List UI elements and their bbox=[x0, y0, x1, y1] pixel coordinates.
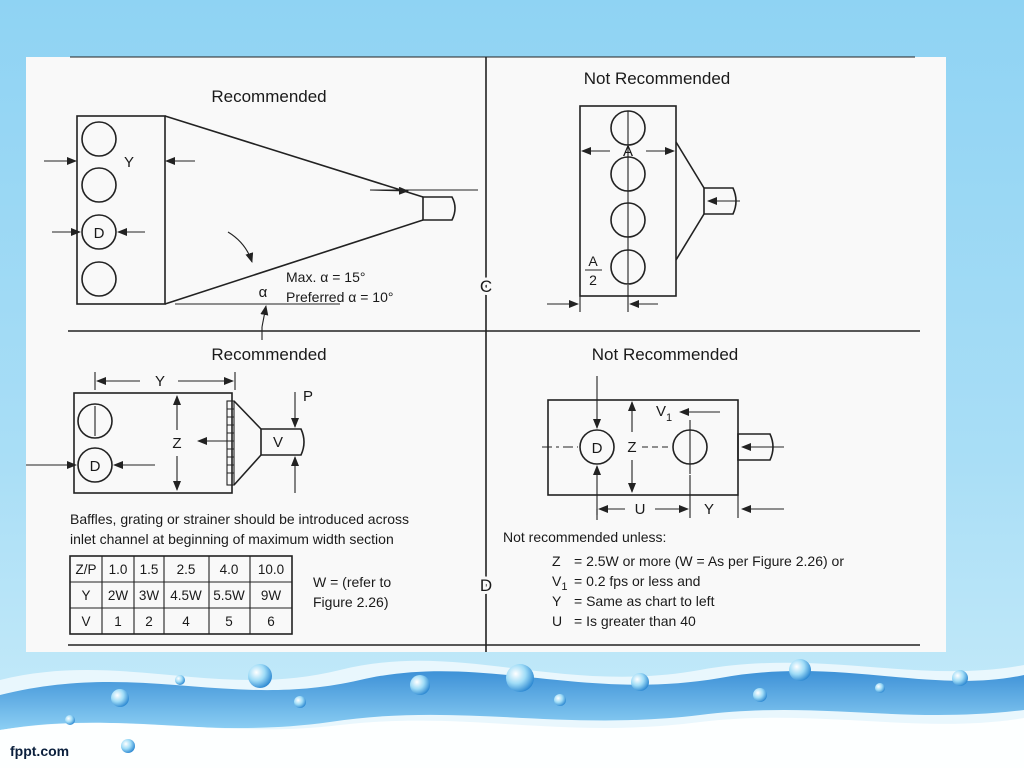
table-cell: 2.5 bbox=[177, 562, 196, 577]
table-row-header: Y bbox=[81, 588, 90, 603]
table-cell: 4.0 bbox=[220, 562, 239, 577]
condition-variable: Y bbox=[552, 593, 562, 609]
inlet-pipe bbox=[703, 187, 737, 215]
sizing-table: Z/P 1.0 1.5 2.5 4.0 10.0Y 2W 3W 4.5W 5.5W 9W V 1 2 4 5 6 bbox=[69, 555, 293, 635]
inlet-pipe bbox=[422, 196, 456, 221]
half-spacing-denominator: 2 bbox=[589, 272, 597, 288]
table-cell: 10.0 bbox=[258, 562, 284, 577]
table-cell: 3W bbox=[139, 588, 160, 603]
pump-circle bbox=[81, 167, 117, 203]
bottom-left-title: Recommended bbox=[211, 345, 326, 364]
table-cell: 5.5W bbox=[213, 588, 245, 603]
table-cell: 9W bbox=[261, 588, 282, 603]
condition-variable: V1 bbox=[552, 573, 567, 593]
section-d-label: D bbox=[480, 576, 492, 595]
top-left-panel: Recommended D Y α Max. α = 15° Preferred… bbox=[44, 87, 495, 340]
bottom-right-panel: Not Recommended D Z V1 U Y Not recommend… bbox=[503, 345, 844, 629]
condition-text: = Same as chart to left bbox=[574, 593, 715, 609]
baffle-note-line-1: Baffles, grating or strainer should be i… bbox=[70, 511, 409, 527]
top-right-title: Not Recommended bbox=[584, 69, 730, 88]
angle-alpha-label: α bbox=[259, 284, 268, 301]
pump-circle bbox=[81, 214, 117, 250]
pump-label-d: D bbox=[94, 225, 105, 242]
table-cell: 5 bbox=[225, 614, 233, 629]
pipe-diameter-label-p: P bbox=[303, 388, 313, 405]
top-right-panel: Not Recommended A A 2 bbox=[547, 69, 740, 312]
pump-label-d: D bbox=[90, 458, 101, 475]
max-alpha-text: Max. α = 15° bbox=[286, 269, 365, 285]
pump-circle bbox=[579, 429, 615, 465]
preferred-alpha-text: Preferred α = 10° bbox=[286, 289, 393, 305]
w-note-line-1: W = (refer to bbox=[313, 574, 391, 590]
length-label-y: Y bbox=[704, 501, 714, 518]
clearance-label-y: Y bbox=[124, 154, 134, 171]
length-label-y: Y bbox=[155, 373, 165, 390]
table-row-header: Z/P bbox=[75, 562, 96, 577]
bottom-right-title: Not Recommended bbox=[592, 345, 738, 364]
velocity-label-v1: V1 bbox=[656, 403, 672, 424]
conditions-heading: Not recommended unless: bbox=[503, 529, 666, 545]
table-cell: 1.5 bbox=[140, 562, 159, 577]
condition-text: = Is greater than 40 bbox=[574, 613, 696, 629]
condition-variable: Z bbox=[552, 553, 561, 569]
section-c-label: C bbox=[480, 277, 492, 296]
top-left-title: Recommended bbox=[211, 87, 326, 106]
bottom-left-panel: Recommended D Y Z V P Baffles, grating o… bbox=[26, 345, 495, 635]
table-cell: 1 bbox=[114, 614, 122, 629]
half-spacing-numerator: A bbox=[588, 253, 598, 269]
pump-circle bbox=[77, 403, 113, 439]
condition-text: = 0.2 fps or less and bbox=[574, 573, 700, 589]
table-cell: 2 bbox=[145, 614, 153, 629]
baffle-note-line-2: inlet channel at beginning of maximum wi… bbox=[70, 531, 394, 547]
table-cell: 2W bbox=[108, 588, 129, 603]
pump-circle bbox=[81, 121, 117, 157]
water-wave-decoration bbox=[0, 659, 1024, 768]
taper-wall-bottom bbox=[164, 219, 424, 305]
pump-label-d: D bbox=[592, 440, 603, 457]
velocity-label-v: V bbox=[273, 434, 283, 451]
table-cell: 1.0 bbox=[109, 562, 128, 577]
offset-label-u: U bbox=[635, 501, 646, 518]
section-dividers bbox=[68, 56, 920, 652]
pump-circle bbox=[81, 261, 117, 297]
inlet-pipe bbox=[737, 433, 774, 461]
footer-brand: fppt.com bbox=[10, 743, 70, 759]
condition-variable: U bbox=[552, 613, 562, 629]
spacing-label-a: A bbox=[623, 143, 633, 160]
sump-chamber bbox=[76, 115, 166, 305]
inlet-pipe bbox=[260, 428, 305, 456]
pump-circle bbox=[77, 447, 113, 483]
taper-wall-top bbox=[164, 115, 424, 198]
w-note-line-2: Figure 2.26) bbox=[313, 594, 388, 610]
condition-text: = 2.5W or more (W = As per Figure 2.26) … bbox=[574, 553, 844, 569]
table-cell: 4 bbox=[182, 614, 190, 629]
table-cell: 4.5W bbox=[170, 588, 202, 603]
sump-chamber bbox=[73, 392, 233, 494]
width-label-z: Z bbox=[172, 435, 181, 452]
table-row-header: V bbox=[81, 614, 90, 629]
conditions-list: Z = 2.5W or more (W = As per Figure 2.26)… bbox=[552, 553, 844, 629]
width-label-z: Z bbox=[627, 439, 636, 456]
baffle-grating bbox=[226, 400, 235, 486]
table-cell: 6 bbox=[267, 614, 275, 629]
